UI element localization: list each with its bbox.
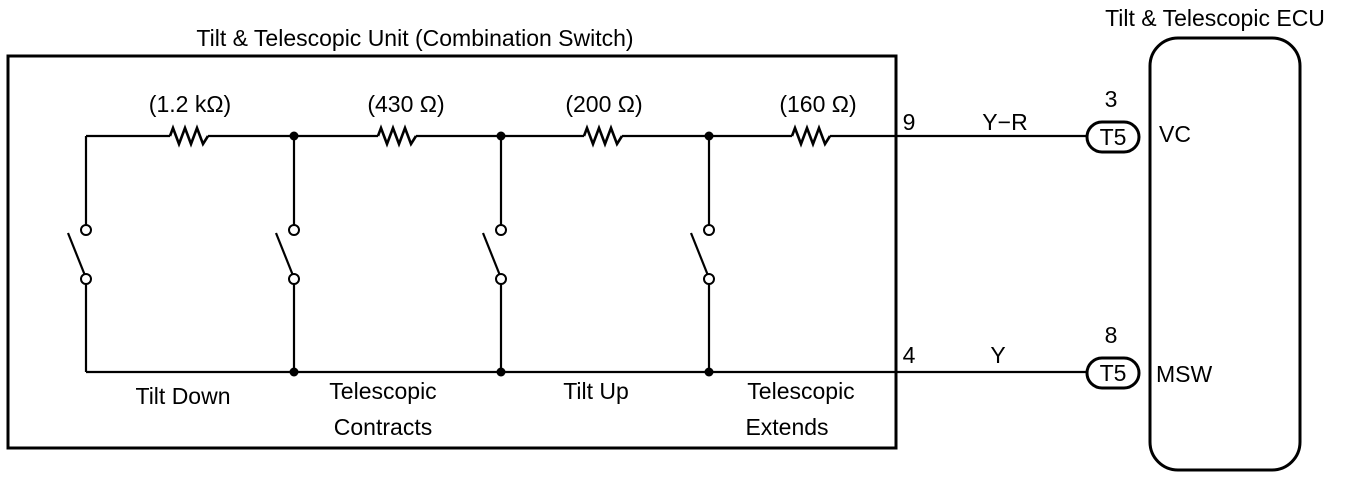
switch-label-tilt-up: Tilt Up	[563, 378, 629, 404]
switch-tilt-down	[66, 224, 92, 285]
wire-color-y-r: Y−R	[982, 109, 1027, 135]
ecu-box	[1148, 36, 1302, 472]
wire-color-y: Y	[990, 342, 1005, 368]
connector-t5-lower-label: T5	[1100, 360, 1127, 386]
ecu-terminal-msw: MSW	[1156, 361, 1213, 387]
unit-title: Tilt & Telescopic Unit (Combination Swit…	[196, 25, 633, 51]
switch-label-telescopic-contracts-line1: Telescopic	[329, 378, 436, 404]
resistor-2	[376, 124, 418, 148]
unit-box	[6, 54, 898, 450]
ecu-pin-8: 8	[1105, 322, 1118, 348]
resistor-1-value: (1.2 kΩ)	[149, 91, 231, 117]
switch-label-tilt-down: Tilt Down	[136, 383, 231, 409]
top-rail	[84, 134, 1087, 225]
switch-label-telescopic-contracts-line2: Contracts	[334, 414, 432, 440]
switch-branches	[84, 136, 711, 372]
switch-label-telescopic-extends-line2: Extends	[745, 414, 828, 440]
ecu-title: Tilt & Telescopic ECU	[1105, 5, 1325, 31]
resistor-3	[582, 124, 624, 148]
ecu-terminal-vc: VC	[1159, 121, 1191, 147]
connector-t5-upper	[1085, 120, 1141, 154]
resistor-2-value: (430 Ω)	[367, 91, 444, 117]
resistor-1	[168, 124, 210, 148]
resistor-3-value: (200 Ω)	[565, 91, 642, 117]
connector-t5-lower	[1085, 356, 1141, 390]
switch-tilt-up	[481, 224, 507, 285]
resistor-4-value: (160 Ω)	[779, 91, 856, 117]
resistor-4	[790, 124, 832, 148]
switch-label-telescopic-extends-line1: Telescopic	[747, 378, 854, 404]
switch-telescopic-contracts	[274, 224, 300, 285]
unit-pin-4: 4	[903, 342, 916, 368]
junction-nodes	[289, 131, 714, 377]
switch-telescopic-extends	[689, 224, 715, 285]
unit-pin-9: 9	[903, 109, 916, 135]
ecu-pin-3: 3	[1105, 86, 1118, 112]
connector-t5-upper-label: T5	[1100, 124, 1127, 150]
